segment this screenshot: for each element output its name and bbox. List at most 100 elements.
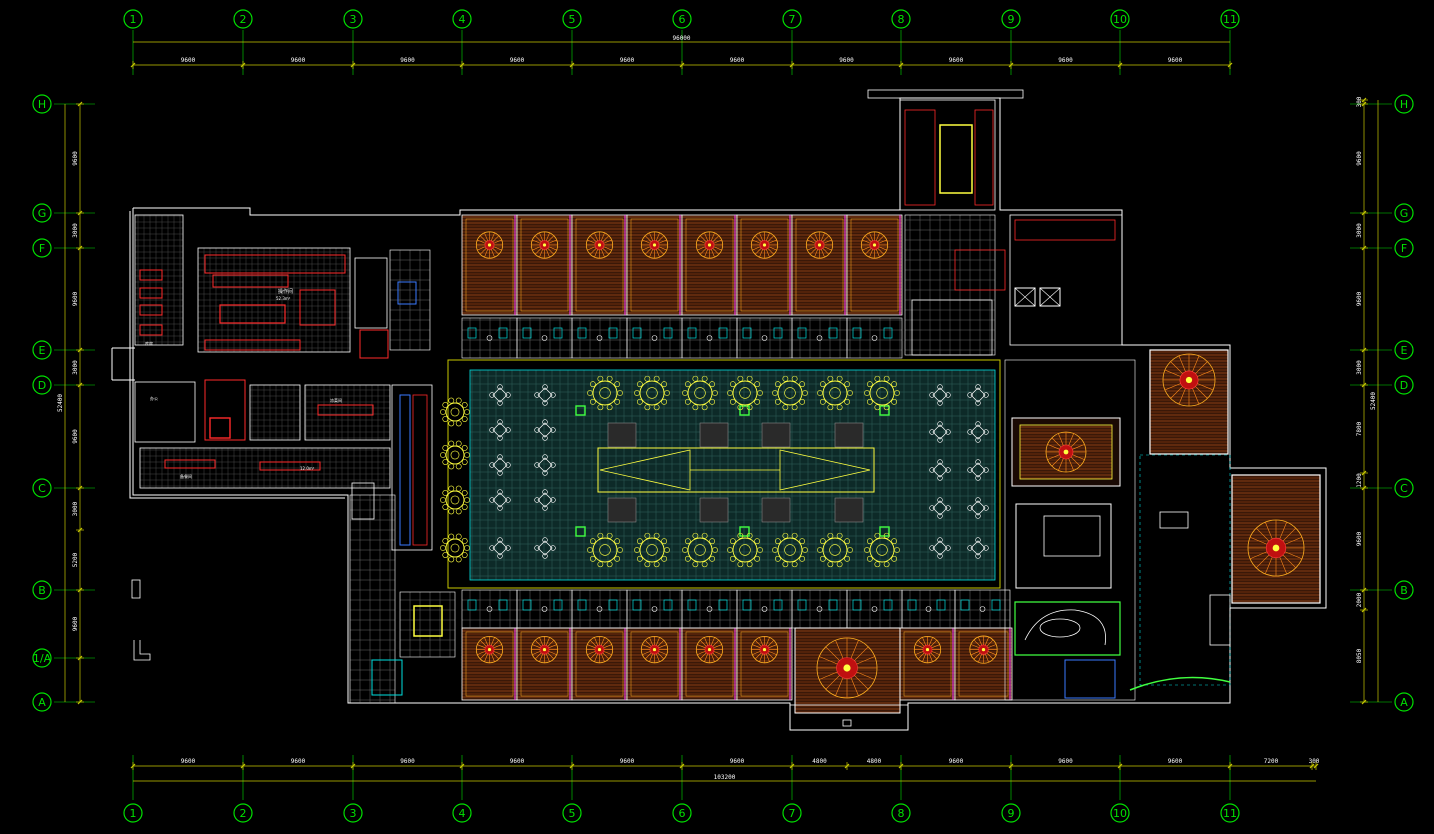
round-table [727,375,763,411]
dim-text: 5200 [72,552,79,567]
svg-text:1/A: 1/A [33,652,52,665]
dim-text: 9600 [1356,531,1363,546]
axis-bubble-right: C [1394,478,1414,498]
svg-text:C: C [1400,482,1408,495]
kitchen-main-label: 操作间 [278,288,293,295]
svg-text:1: 1 [130,13,137,26]
dim-text: 9600 [181,758,196,765]
axis-bubble-top: 8 [891,9,911,29]
svg-text:2: 2 [240,807,247,820]
axis-bubble-right: F [1394,238,1414,258]
axis-bubble-left: 1/A [32,648,52,668]
chandelier-motif [913,635,942,664]
svg-text:7: 7 [789,13,796,26]
svg-text:4: 4 [459,807,466,820]
svg-text:D: D [1400,379,1408,392]
axis-bubble-right: D [1394,375,1414,395]
axis-bubble-left: B [32,580,52,600]
square-table [967,421,989,443]
svg-text:10: 10 [1113,13,1127,26]
axis-bubble-bottom: 9 [1001,803,1021,823]
dim-text: 9600 [72,616,79,631]
dim-text: 3000 [72,360,79,375]
office-label: 办公 [150,395,158,401]
dim-text: 9600 [181,57,196,64]
svg-text:5: 5 [569,13,576,26]
round-table [864,532,900,568]
square-table [967,497,989,519]
dim-text: 3000 [1356,223,1363,238]
square-table [534,454,556,476]
private-room [571,214,628,316]
dim-text: 9600 [730,758,745,765]
dim-text: 4800 [812,758,827,765]
dim-text: 9600 [730,57,745,64]
axis-bubble-right: A [1394,692,1414,712]
svg-text:2: 2 [240,13,247,26]
round-table [727,532,763,568]
axis-bubble-bottom: 2 [233,803,253,823]
svg-text:10: 10 [1113,807,1127,820]
private-room [681,627,738,701]
round-table [634,532,670,568]
dim-text: 9600 [510,758,525,765]
axis-bubble-right: G [1394,203,1414,223]
axis-bubble-left: A [32,692,52,712]
dim-text: 4800 [867,758,882,765]
round-table [587,375,623,411]
main-hall [447,359,1001,589]
axis-bubble-left: D [32,375,52,395]
svg-text:8: 8 [898,807,905,820]
dim-text: 9600 [72,151,79,166]
dim-text: 9600 [400,758,415,765]
washroom-cell [954,589,1011,629]
square-table [929,537,951,559]
chandelier-motif [640,231,669,259]
axis-bubble-top: 1 [123,9,143,29]
svg-text:F: F [1401,242,1407,255]
svg-text:H: H [38,98,46,111]
svg-text:9: 9 [1008,807,1015,820]
axis-bubble-bottom: 11 [1220,803,1240,823]
chandelier-motif [805,231,834,259]
washroom-cell [626,589,683,629]
washroom-cell [681,317,738,359]
private-room [516,627,573,701]
svg-text:E: E [1401,344,1408,357]
private-room [899,627,956,701]
square-table [929,384,951,406]
axis-bubble-bottom: 3 [343,803,363,823]
chandelier-motif [475,231,504,259]
svg-text:7: 7 [789,807,796,820]
svg-text:H: H [1400,98,1408,111]
washroom-cell [571,589,628,629]
svg-text:3: 3 [350,807,357,820]
left-corridor [349,384,456,704]
dim-text: 9600 [620,758,635,765]
svg-text:11: 11 [1223,807,1237,820]
axis-bubble-bottom: 7 [782,803,802,823]
washroom-cell [846,317,903,359]
washroom-cell [791,317,848,359]
square-table [967,537,989,559]
chandelier-motif [1162,353,1216,407]
axis-bubble-top: 4 [452,9,472,29]
axis-bubble-top: 9 [1001,9,1021,29]
square-table [489,537,511,559]
feature-ceilings [794,353,1305,714]
round-table [772,532,808,568]
private-room [461,627,518,701]
private-room [626,214,683,316]
svg-text:9: 9 [1008,13,1015,26]
dim-text: 9600 [510,57,525,64]
dim-text: 9600 [620,57,635,64]
private-room [846,214,903,316]
chandelier-motif [475,635,504,664]
square-table [929,421,951,443]
axis-bubble-bottom: 1 [123,803,143,823]
axis-bubble-bottom: 5 [562,803,582,823]
dim-text: 300 [1309,758,1320,765]
axis-bubble-top: 2 [233,9,253,29]
dim-right: 3009600300096003000780012009600200080505… [1356,96,1379,705]
